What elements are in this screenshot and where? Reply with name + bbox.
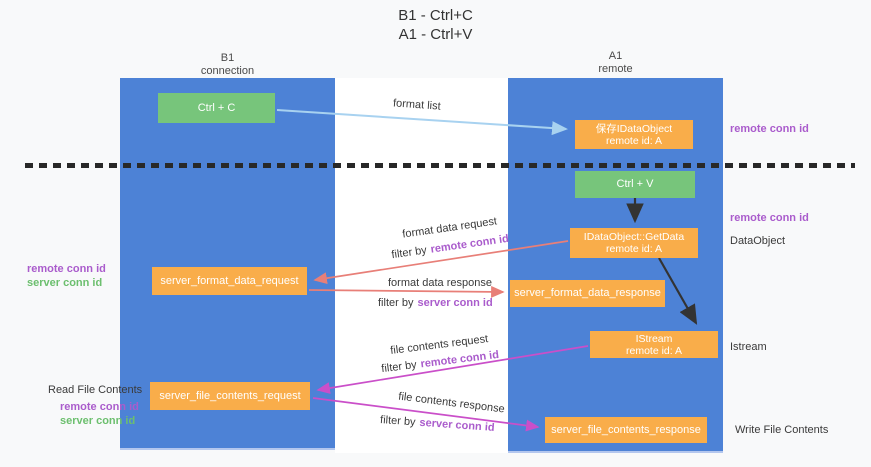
dataobject-label: DataObject [730, 235, 786, 247]
filter-by-text: filter by [378, 297, 414, 309]
ctrl-c-node: Ctrl + C [158, 93, 275, 123]
lane-b1-subtitle: connection [200, 65, 255, 77]
server-conn-id-highlight: server conn id [417, 297, 493, 309]
server-file-contents-response-label: server_file_contents_response [551, 423, 701, 436]
ctrl-v-node: Ctrl + V [575, 171, 695, 198]
lane-header-a1: A1 remote [508, 50, 723, 76]
server-file-contents-request-label: server_file_contents_request [159, 389, 301, 402]
getdata-line1: IDataObject::GetData [583, 231, 685, 243]
server-conn-id-left-2: server conn id [60, 415, 136, 427]
remote-conn-id-left-2: remote conn id [60, 401, 139, 413]
save-idataobject-node: 保存IDataObject remote id: A [575, 120, 693, 149]
title-line-2: A1 - Ctrl+V [398, 26, 473, 43]
dashed-divider [25, 163, 855, 168]
server-file-contents-response-node: server_file_contents_response [545, 417, 707, 443]
server-file-contents-request-node: server_file_contents_request [150, 382, 310, 410]
filter-by-text: filter by [379, 414, 416, 429]
istream-line1: IStream [635, 332, 673, 345]
server-format-data-response-node: server_format_data_response [510, 280, 665, 307]
lane-a1-subtitle: remote [598, 63, 633, 75]
istream-node: IStream remote id: A [590, 331, 718, 358]
server-format-data-request-node: server_format_data_request [152, 267, 307, 295]
lane-header-b1: B1 connection [120, 52, 335, 78]
save-idataobject-line2: remote id: A [605, 134, 663, 147]
write-file-contents-label: Write File Contents [735, 424, 829, 436]
diagram-title: B1 - Ctrl+C A1 - Ctrl+V [0, 6, 871, 44]
getdata-line2: remote id: A [605, 243, 663, 255]
title-line-1: B1 - Ctrl+C [398, 7, 473, 24]
istream-line2: remote id: A [625, 344, 683, 357]
server-format-data-request-label: server_format_data_request [160, 274, 299, 287]
format-data-response-label: format data response [388, 277, 492, 289]
remote-conn-id-right-2: remote conn id [730, 212, 809, 224]
lane-b1-title: B1 [220, 52, 235, 64]
istream-side-label: Istream [730, 341, 767, 353]
ctrl-c-label: Ctrl + C [197, 101, 236, 114]
read-file-contents-label: Read File Contents [48, 384, 143, 396]
ctrl-v-label: Ctrl + V [616, 178, 654, 190]
remote-conn-id-right-1: remote conn id [730, 123, 809, 135]
server-conn-id-left-1: server conn id [27, 277, 103, 289]
server-format-data-response-label: server_format_data_response [514, 287, 661, 299]
getdata-node: IDataObject::GetData remote id: A [570, 228, 698, 258]
save-idataobject-line1: 保存IDataObject [595, 122, 673, 135]
remote-conn-id-left-1: remote conn id [27, 263, 106, 275]
lane-a1-title: A1 [608, 50, 623, 62]
